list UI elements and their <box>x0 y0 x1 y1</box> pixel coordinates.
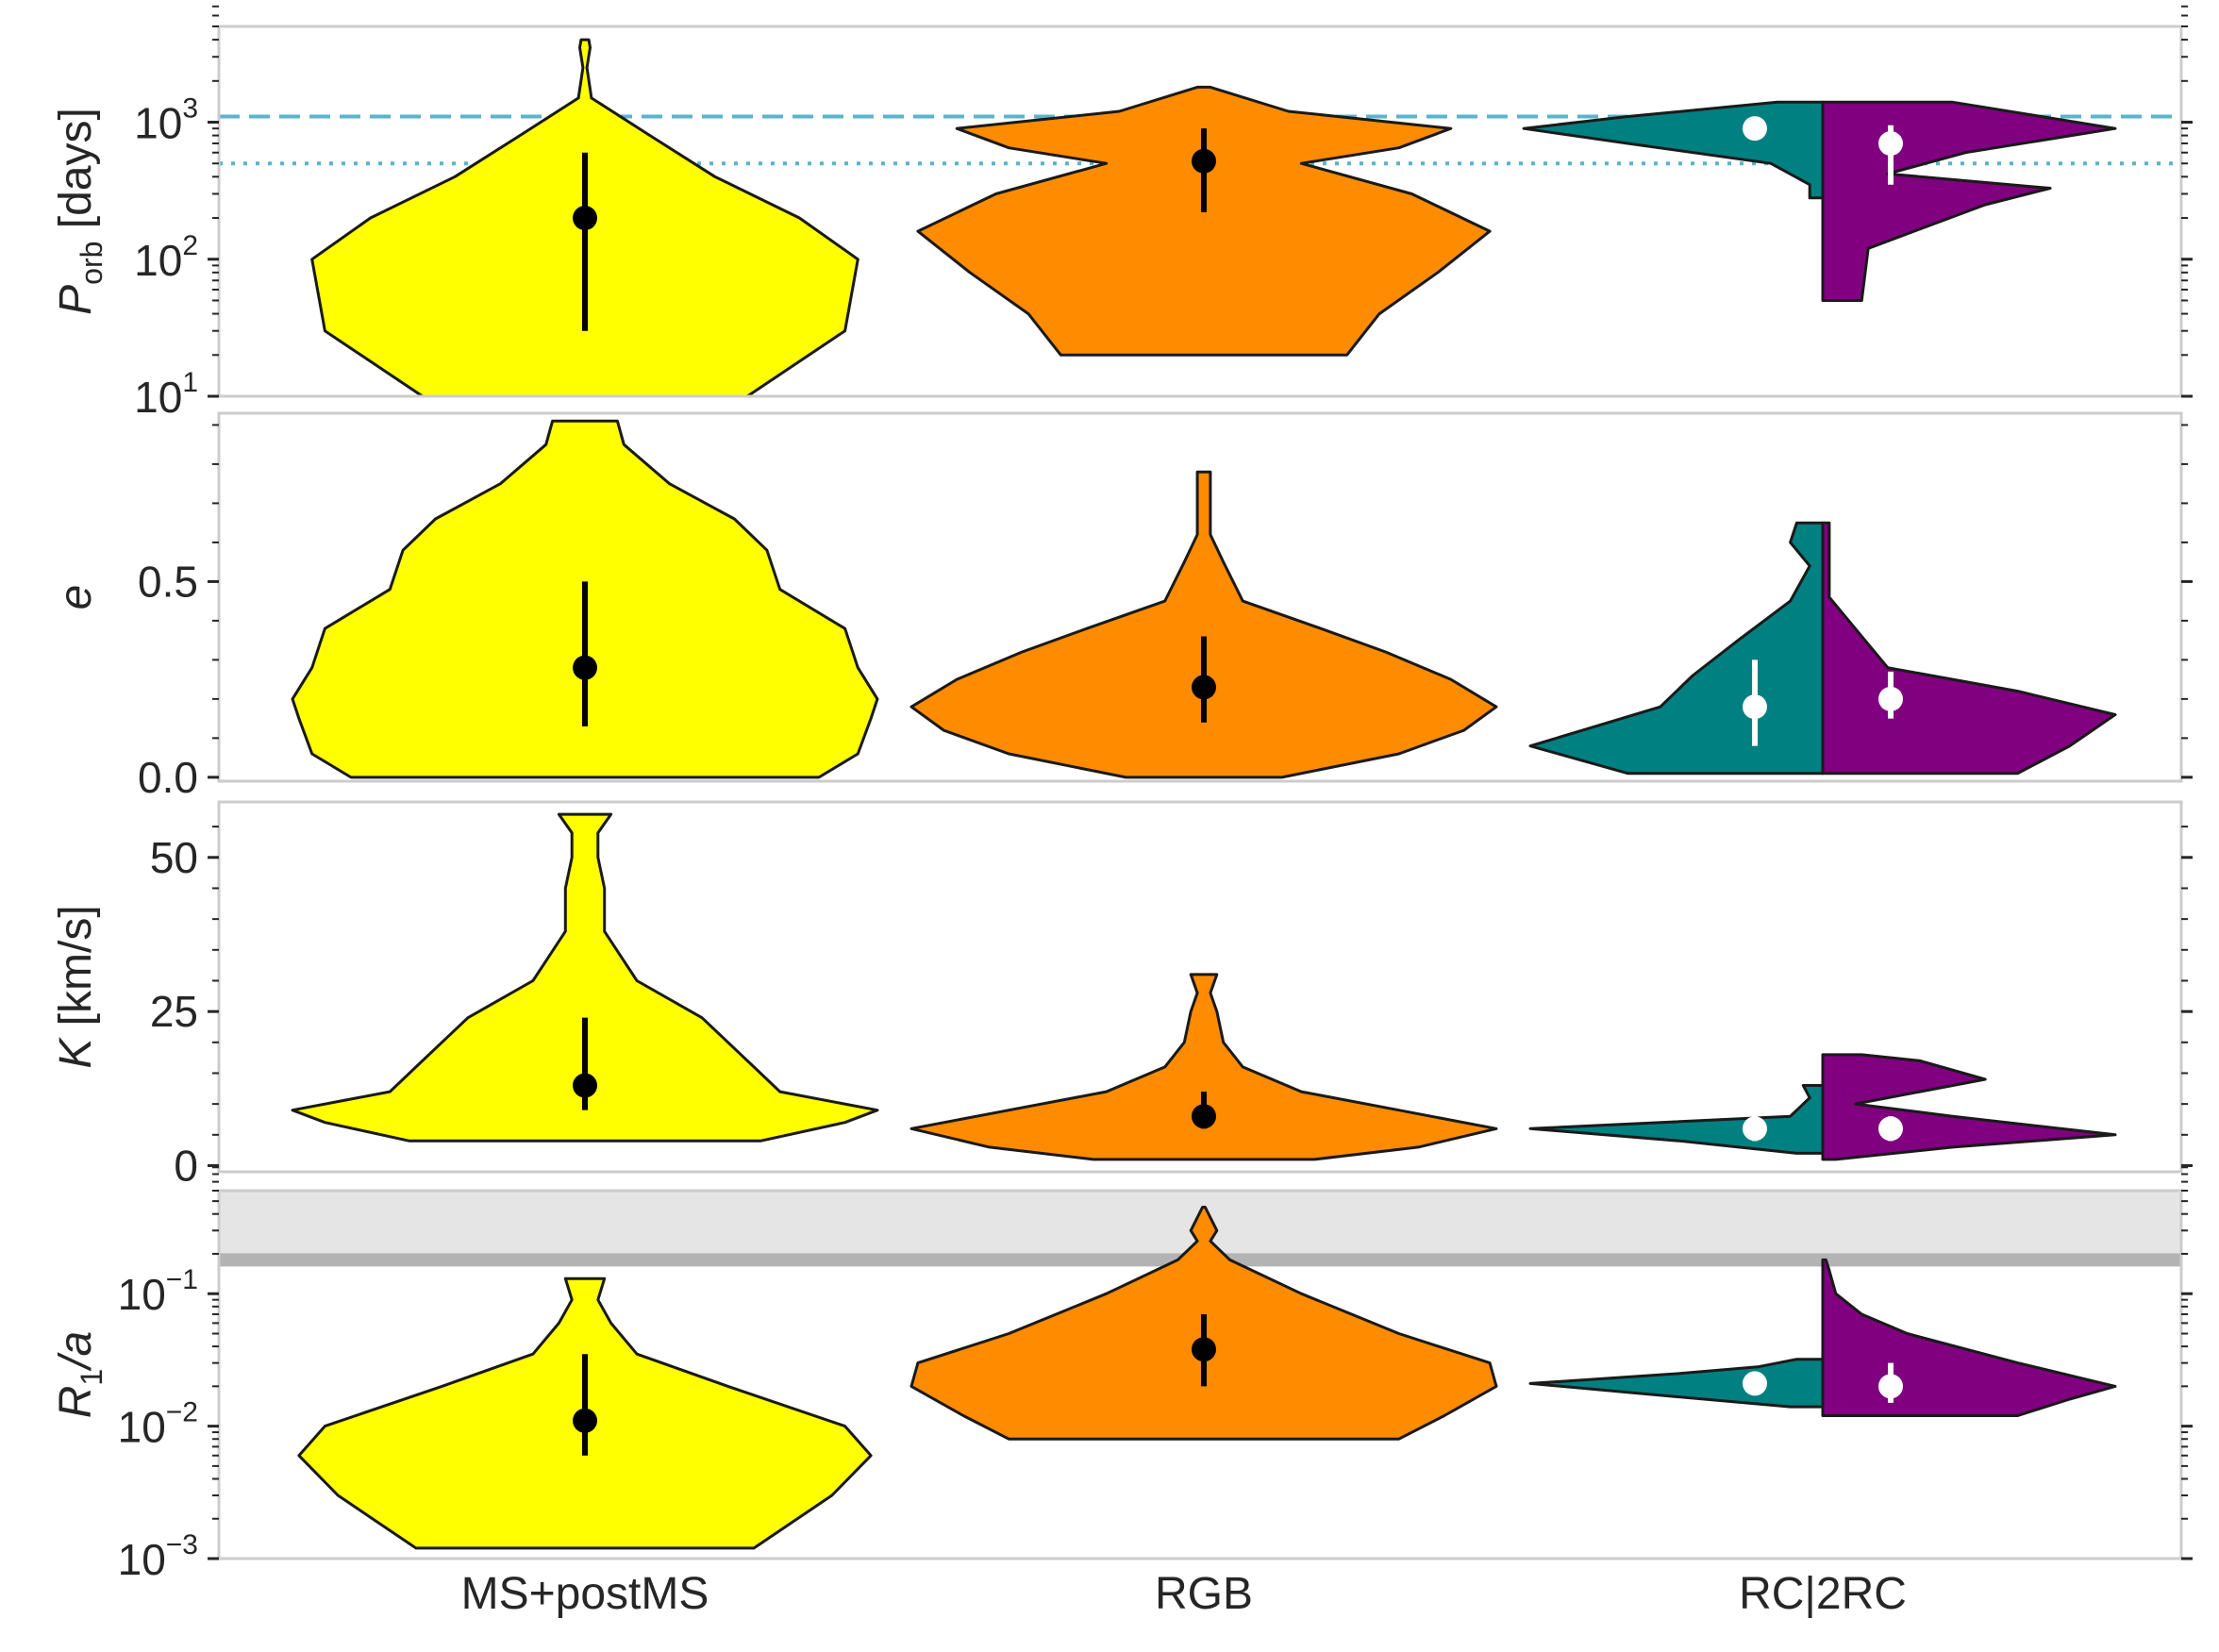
violin-body <box>916 85 1492 357</box>
y-tick-base: 10 <box>134 236 182 285</box>
violin-body <box>1821 521 2117 776</box>
violin-body <box>1821 1258 2117 1417</box>
median-marker <box>1192 148 1216 174</box>
median-marker <box>1878 686 1903 711</box>
y-tick-label: 10−3 <box>118 1529 198 1584</box>
y-tick-label: 0.0 <box>138 753 198 802</box>
y-tick-base: 10 <box>118 1535 166 1584</box>
median-marker <box>1192 1337 1216 1362</box>
y-axis-label: R1/a <box>51 1331 108 1419</box>
y-tick-base: 10 <box>134 99 182 148</box>
plot-area <box>219 1191 2181 1550</box>
panel-frame <box>217 800 2183 1174</box>
median-marker <box>573 1073 597 1098</box>
y-axis-label-unit: /a <box>51 1331 101 1372</box>
y-tick-label: 103 <box>134 93 198 148</box>
y-axis-label-subscript: orb <box>75 242 108 285</box>
violin-body <box>909 973 1498 1161</box>
violin-body <box>1522 100 1825 200</box>
violin-body <box>909 470 1498 779</box>
median-marker <box>573 655 597 680</box>
y-tick-base: 10 <box>118 1270 166 1319</box>
median-marker <box>1743 116 1767 142</box>
y-tick-label: 25 <box>150 987 198 1036</box>
median-marker <box>1192 675 1216 700</box>
median-marker <box>1878 131 1903 157</box>
panel-frame <box>217 25 2183 398</box>
y-axis-label-symbol: P <box>51 285 101 315</box>
y-tick-label: 10−1 <box>118 1264 198 1319</box>
y-tick-exponent: 3 <box>182 93 198 125</box>
y-axis-label: e <box>51 585 101 610</box>
y-axis-label-symbol: R <box>51 1386 101 1419</box>
violin-body <box>1821 1053 2117 1161</box>
y-tick-exponent: −3 <box>166 1529 198 1560</box>
violin-body <box>1528 1358 1825 1409</box>
y-axis-label-subscript: 1 <box>75 1369 108 1386</box>
y-tick-exponent: −2 <box>166 1397 198 1428</box>
x-category-label: MS+postMS <box>461 1569 709 1619</box>
median-marker <box>1743 1371 1767 1396</box>
y-axis-label-symbol: e <box>51 585 101 610</box>
x-category-label: RC|2RC <box>1739 1569 1907 1619</box>
y-tick-exponent: 2 <box>182 230 198 261</box>
plot-area <box>291 419 2117 779</box>
median-marker <box>573 206 597 231</box>
y-axis-label: K [km/s] <box>51 905 101 1068</box>
y-tick-base: 10 <box>118 1403 166 1452</box>
x-axis-categories: MS+postMS RGB RC|2RC <box>461 1569 1907 1619</box>
y-tick-base: 10 <box>134 373 182 422</box>
x-category-label: RGB <box>1155 1569 1253 1619</box>
plot-area <box>219 38 2181 396</box>
y-tick-label: 10−2 <box>118 1397 198 1452</box>
violin-body <box>1528 521 1825 776</box>
panel-frame <box>217 411 2183 783</box>
plot-area <box>291 812 2117 1161</box>
median-marker <box>1743 694 1767 720</box>
panel-frame <box>217 1189 2183 1560</box>
y-tick-label: 0 <box>174 1141 198 1190</box>
median-marker <box>1743 1116 1767 1142</box>
violin-body <box>291 812 879 1143</box>
y-tick-label: 0.5 <box>138 557 198 606</box>
violin-body <box>1528 1084 1825 1155</box>
median-marker <box>1878 1374 1903 1399</box>
y-axis-label: Porb [days] <box>51 108 108 315</box>
median-marker <box>1878 1116 1903 1142</box>
median-marker <box>573 1408 597 1433</box>
y-tick-exponent: 1 <box>182 367 198 398</box>
y-tick-label: 102 <box>134 230 198 285</box>
y-axis-label-unit: [days] <box>51 108 101 241</box>
y-tick-label: 50 <box>150 833 198 882</box>
y-tick-label: 101 <box>134 367 198 422</box>
y-axis-label-unit: [km/s] <box>51 905 101 1038</box>
panel-radius-ratio: 10−310−210−1R1/a <box>51 1166 2193 1584</box>
y-tick-exponent: −1 <box>166 1264 198 1295</box>
median-marker <box>1192 1104 1216 1129</box>
panel-eccentricity: 0.0 0.5 e <box>51 411 2193 802</box>
violin-body <box>1821 100 2117 302</box>
y-axis-label-symbol: K <box>51 1037 101 1069</box>
